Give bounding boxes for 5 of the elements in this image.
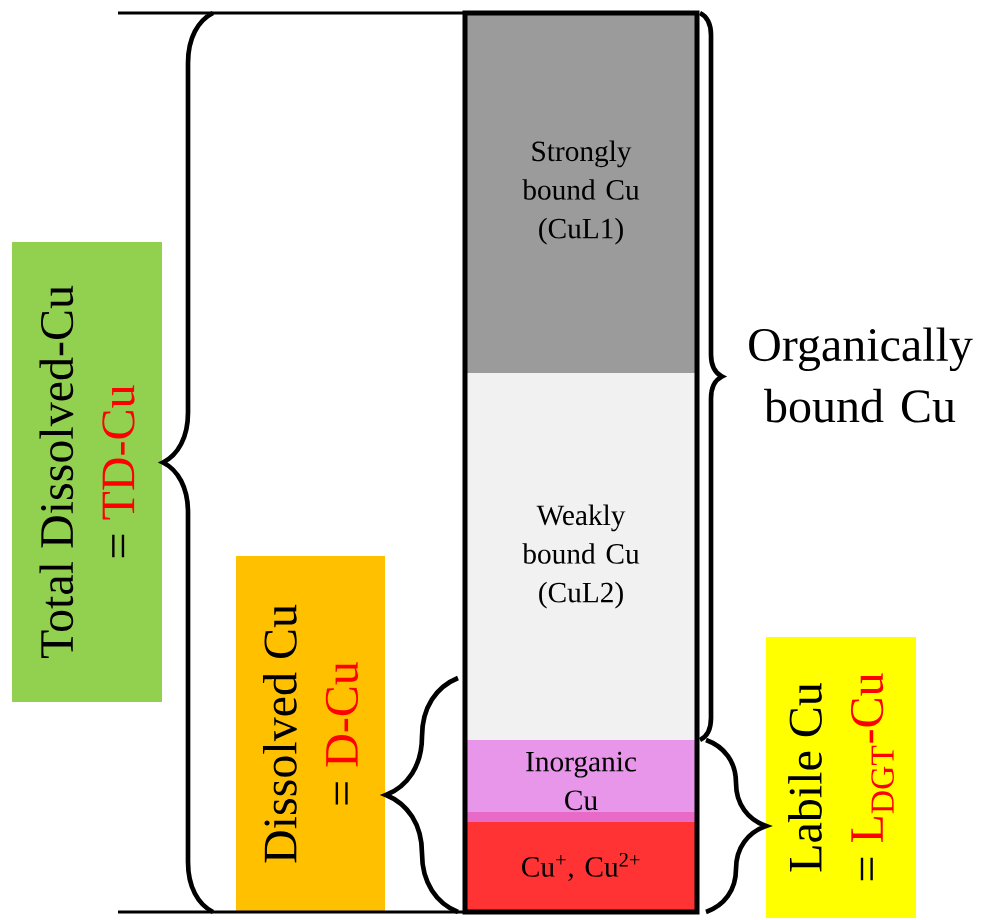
side-label: Organically bound Cu [749,327,973,423]
band: Weakly bound Cu (CuL2) [465,373,697,740]
band: Strongly bound Cu (CuL1) [465,12,697,373]
band: Inorganic Cu [465,740,697,822]
band: Cu$^{+}$, Cu$^{2+}$ [465,822,697,912]
